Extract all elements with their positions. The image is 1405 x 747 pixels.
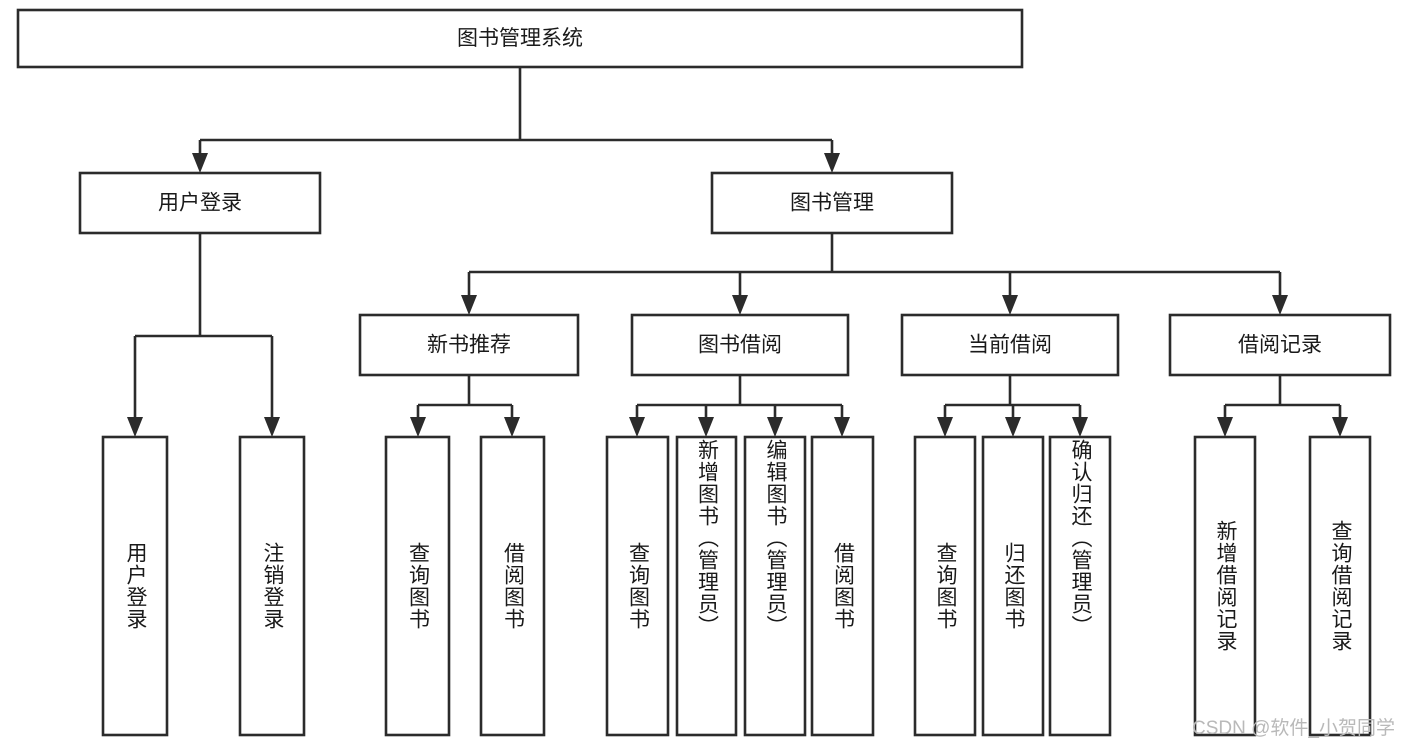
submodule-node-borrow-record-label: 借阅记录 xyxy=(1238,334,1322,357)
function-node-leaf-query-record-box[interactable] xyxy=(1308,435,1372,737)
function-node-leaf-user-logout-label: 注销登录 xyxy=(261,542,285,630)
connector-root-to-level1 xyxy=(192,67,840,173)
submodule-node-book-borrow-box[interactable] xyxy=(630,313,850,377)
connector-arrowhead-0 xyxy=(410,417,426,437)
connector-arrowhead-3 xyxy=(834,417,850,437)
connector-arrowhead-1 xyxy=(1332,417,1348,437)
connector-arrowhead-1 xyxy=(824,153,840,173)
connector-arrowhead-2 xyxy=(1002,295,1018,315)
connector-arrowhead-2 xyxy=(1072,417,1088,437)
connector-arrowhead-3 xyxy=(1272,295,1288,315)
connector-arrowhead-1 xyxy=(732,295,748,315)
module-node-book-manage-label: 图书管理 xyxy=(790,192,874,215)
connector-recommend-to-leaves xyxy=(410,375,520,437)
submodule-node-current-borrow-box[interactable] xyxy=(900,313,1120,377)
module-node-user-login-box[interactable] xyxy=(78,171,322,235)
root-node-box[interactable] xyxy=(16,8,1024,69)
function-node-leaf-confirm-return-label: 确认归还（管理员） xyxy=(1069,439,1093,637)
function-node-leaf-borrow-book-1-label: 借阅图书 xyxy=(501,542,525,630)
function-node-leaf-confirm-return-box[interactable] xyxy=(1048,435,1112,737)
connector-arrowhead-0 xyxy=(461,295,477,315)
function-node-leaf-add-record-label: 新增借阅记录 xyxy=(1214,520,1238,652)
function-node-leaf-query-book-2-box[interactable] xyxy=(605,435,670,737)
submodule-node-current-borrow-label: 当前借阅 xyxy=(968,334,1052,357)
function-node-leaf-user-login-label: 用户登录 xyxy=(124,542,148,630)
connector-arrowhead-1 xyxy=(264,417,280,437)
module-node-book-manage-box[interactable] xyxy=(710,171,954,235)
connector-userlogin-to-leaves xyxy=(127,233,280,437)
connector-borrow-to-leaves xyxy=(629,375,850,437)
function-node-leaf-borrow-book-2-box[interactable] xyxy=(810,435,875,737)
module-node-user-login-label: 用户登录 xyxy=(158,192,242,215)
connectors-layer xyxy=(127,67,1348,437)
boxes-layer xyxy=(16,8,1392,737)
function-node-leaf-return-book-box[interactable] xyxy=(981,435,1045,737)
connector-arrowhead-0 xyxy=(937,417,953,437)
function-node-leaf-borrow-book-2-label: 借阅图书 xyxy=(831,542,855,630)
connector-arrowhead-1 xyxy=(504,417,520,437)
connector-bookmanage-to-level2 xyxy=(461,233,1288,315)
connector-arrowhead-1 xyxy=(1005,417,1021,437)
function-node-leaf-user-logout-box[interactable] xyxy=(238,435,306,737)
csdn-watermark: CSDN @软件_小贺同学 xyxy=(1192,718,1395,739)
function-node-leaf-add-book-label: 新增图书（管理员） xyxy=(695,439,719,637)
function-node-leaf-query-book-2-label: 查询图书 xyxy=(626,542,650,630)
connector-record-to-leaves xyxy=(1217,375,1348,437)
connector-arrowhead-0 xyxy=(192,153,208,173)
function-node-leaf-add-record-box[interactable] xyxy=(1193,435,1257,737)
submodule-node-new-book-recommend-box[interactable] xyxy=(358,313,580,377)
function-node-leaf-user-login-box[interactable] xyxy=(101,435,169,737)
root-node-label: 图书管理系统 xyxy=(457,27,583,50)
function-node-leaf-query-book-1-box[interactable] xyxy=(384,435,451,737)
submodule-node-book-borrow-label: 图书借阅 xyxy=(698,334,782,357)
function-node-leaf-edit-book-box[interactable] xyxy=(743,435,807,737)
connector-arrowhead-0 xyxy=(629,417,645,437)
connector-arrowhead-0 xyxy=(127,417,143,437)
function-node-leaf-query-book-1-label: 查询图书 xyxy=(406,542,430,630)
connector-arrowhead-2 xyxy=(767,417,783,437)
function-node-leaf-edit-book-label: 编辑图书（管理员） xyxy=(764,439,788,637)
function-node-leaf-add-book-box[interactable] xyxy=(675,435,738,737)
submodule-node-borrow-record-box[interactable] xyxy=(1168,313,1392,377)
function-node-leaf-return-book-label: 归还图书 xyxy=(1002,542,1026,630)
submodule-node-new-book-recommend-label: 新书推荐 xyxy=(427,334,511,357)
function-node-leaf-query-record-label: 查询借阅记录 xyxy=(1329,520,1353,652)
function-node-leaf-borrow-book-1-box[interactable] xyxy=(479,435,546,737)
connector-arrowhead-1 xyxy=(698,417,714,437)
connector-arrowhead-0 xyxy=(1217,417,1233,437)
function-node-leaf-query-book-3-box[interactable] xyxy=(913,435,977,737)
function-node-leaf-query-book-3-label: 查询图书 xyxy=(934,542,958,630)
connector-current-to-leaves xyxy=(937,375,1088,437)
